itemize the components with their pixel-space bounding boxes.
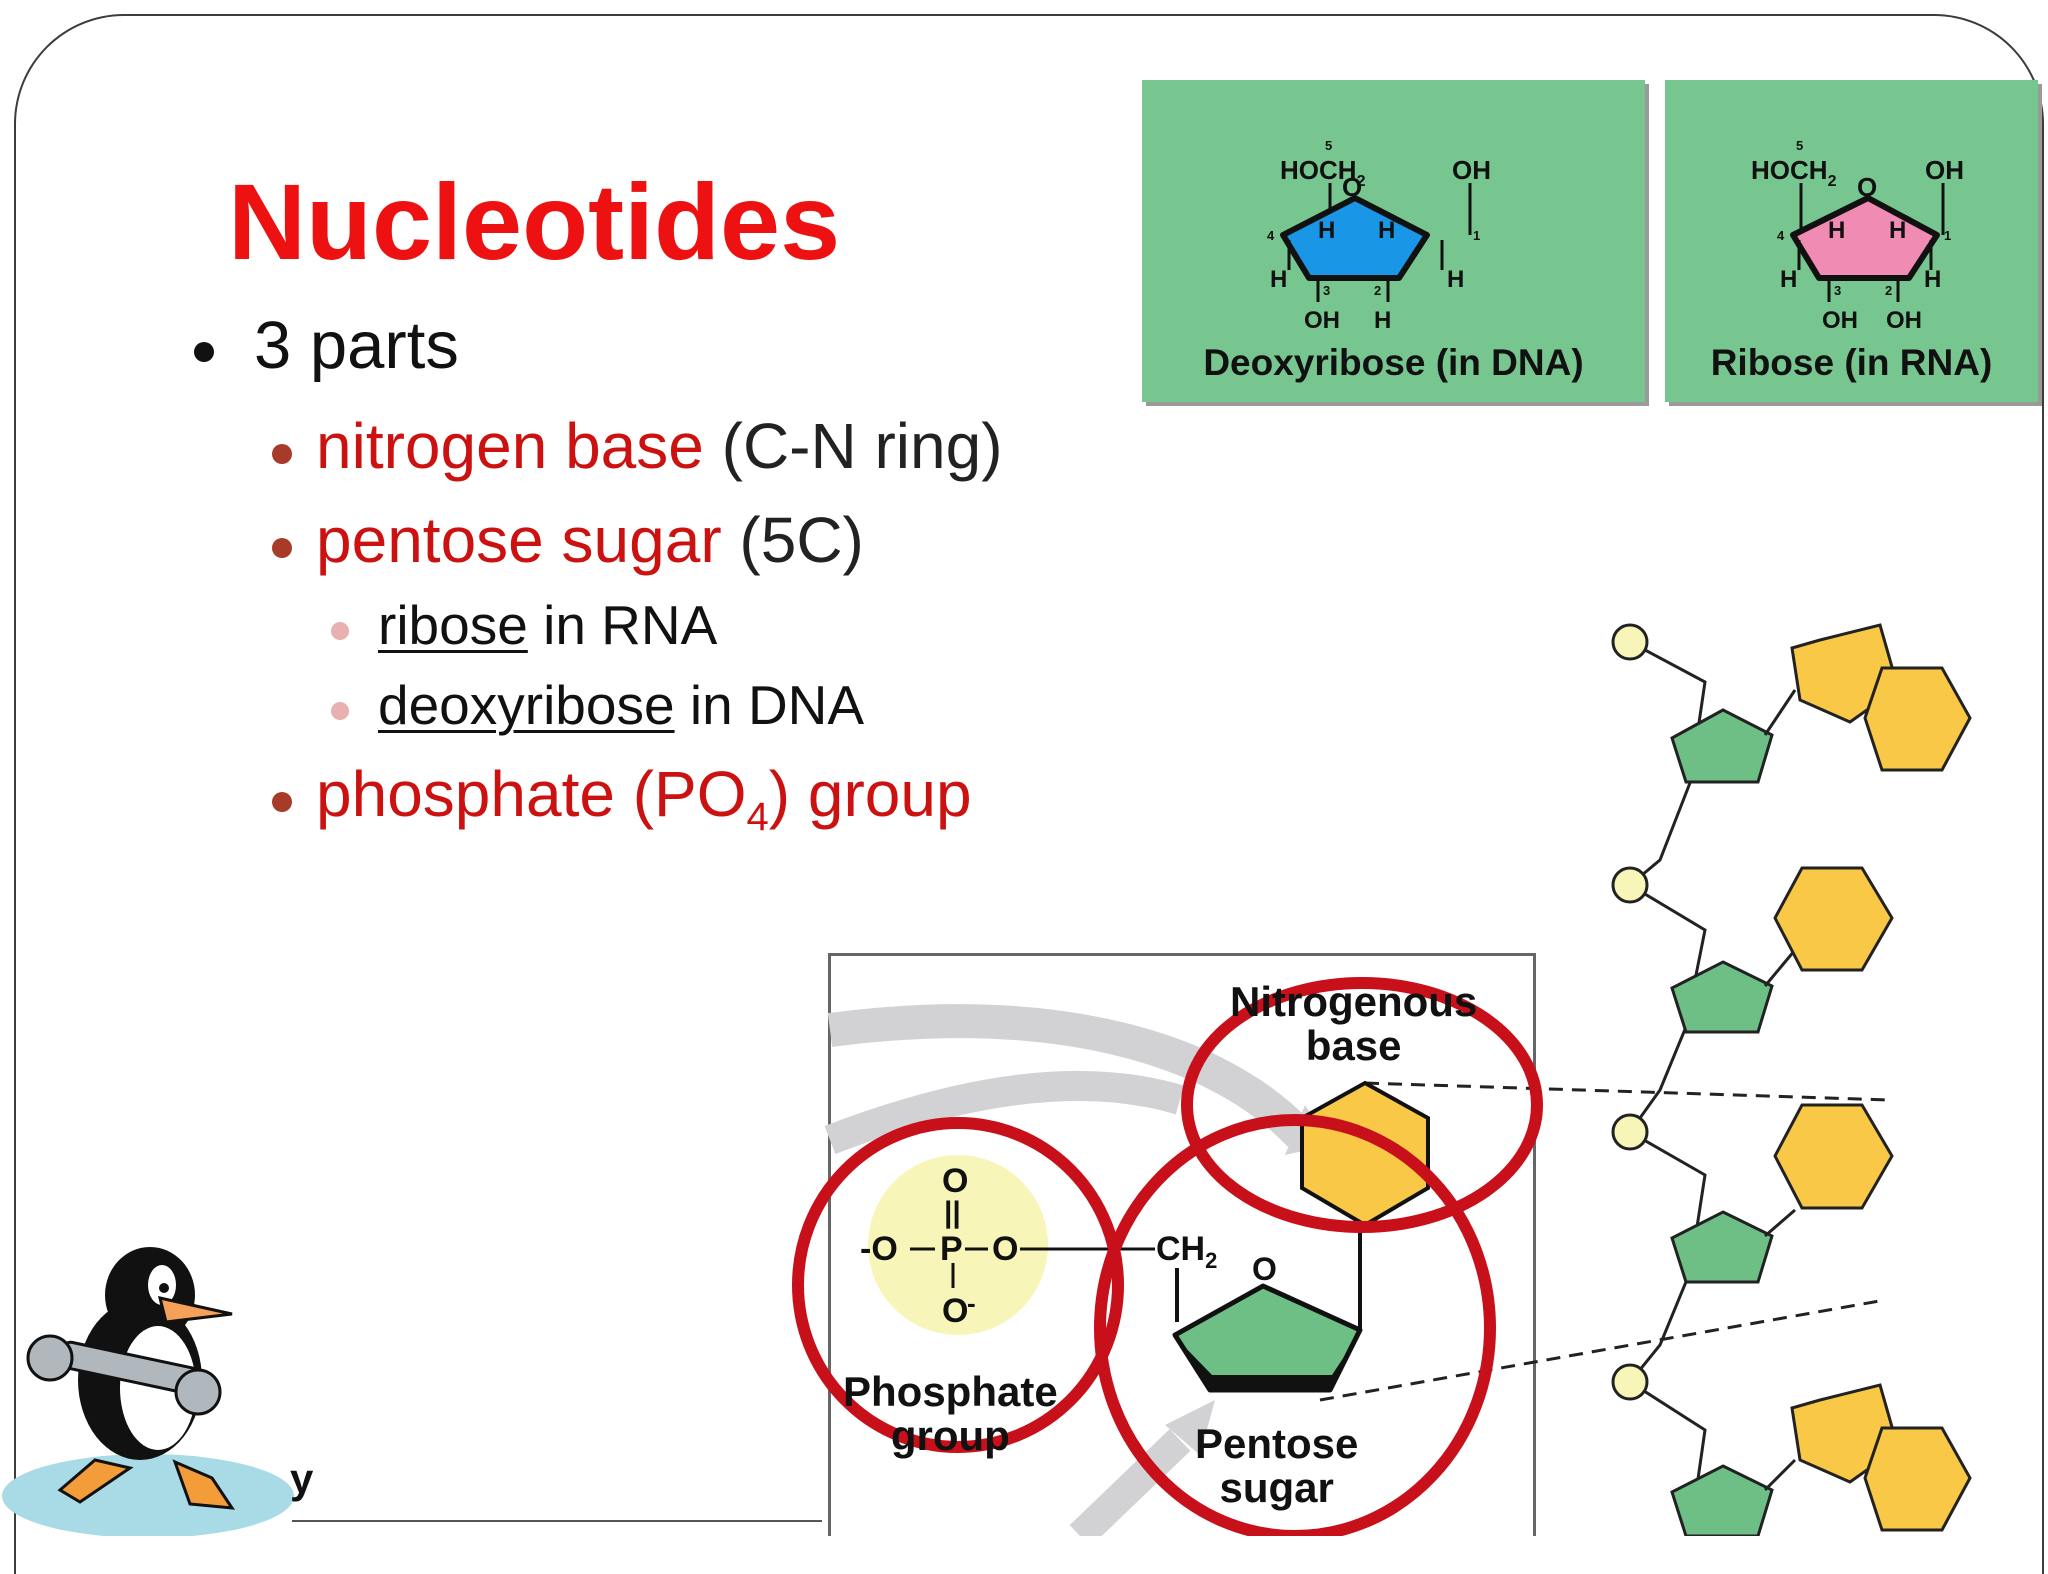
- svg-text:O: O: [942, 1162, 968, 1200]
- svg-text:1: 1: [1473, 228, 1480, 243]
- slide-frame: [14, 14, 2044, 1574]
- svg-text:O: O: [1857, 172, 1877, 202]
- svg-text:3: 3: [1834, 283, 1841, 298]
- deoxyribose-structure: 5 HOCH2 OH O H H 4 1 H H 3 2 OH H: [1267, 138, 1491, 334]
- svg-text:5: 5: [1325, 138, 1332, 153]
- bullet-dot: [331, 622, 349, 640]
- footer-rule: [292, 1520, 822, 1522]
- svg-text:O: O: [942, 1292, 968, 1330]
- svg-text:H: H: [1828, 217, 1845, 244]
- svg-text:||: ||: [944, 1196, 961, 1229]
- svg-text:H: H: [1270, 266, 1287, 293]
- svg-text:O: O: [1342, 172, 1362, 202]
- label-phosphate-group: Phosphate group: [843, 1368, 1058, 1460]
- deoxyribose-panel: 5 HOCH2 OH O H H 4 1 H H 3 2 OH H Deoxyr…: [1142, 80, 1645, 402]
- svg-text:HOCH2: HOCH2: [1751, 155, 1837, 190]
- svg-text:OH: OH: [1452, 155, 1491, 185]
- nucleotide-diagram: O || -O P O O - CH2 O: [792, 977, 1891, 1536]
- svg-text:H: H: [1889, 217, 1906, 244]
- bullet-dot: [272, 444, 292, 464]
- svg-text:OH: OH: [1886, 307, 1922, 334]
- note-5c: (5C): [739, 504, 864, 576]
- svg-text:-O: -O: [860, 1230, 898, 1268]
- svg-text:H: H: [1447, 266, 1464, 293]
- bullet-dot: [272, 792, 292, 812]
- penguin-mascot-illustration: [2, 1247, 294, 1536]
- bullet-dot: [331, 702, 349, 720]
- svg-text:OH: OH: [1925, 155, 1964, 185]
- deoxyribose-rest: in DNA: [689, 674, 865, 736]
- svg-text:5: 5: [1796, 138, 1803, 153]
- svg-text:OH: OH: [1304, 307, 1340, 334]
- svg-text:2: 2: [1374, 283, 1381, 298]
- svg-text:2: 2: [1885, 283, 1892, 298]
- ribose-structure: 5 HOCH2 OH O H H 4 1 H H 3 2 OH OH: [1751, 138, 1964, 334]
- svg-text:OH: OH: [1822, 307, 1858, 334]
- term-ribose: ribose: [378, 594, 528, 656]
- svg-text:-: -: [967, 1288, 976, 1318]
- note-c-n-ring: (C-N ring): [721, 410, 1003, 482]
- svg-text:O: O: [992, 1230, 1018, 1268]
- footer-text-fragment: y: [290, 1455, 314, 1502]
- ribose-panel: 5 HOCH2 OH O H H 4 1 H H 3 2 OH OH Ribos…: [1665, 80, 2038, 402]
- bullet-dot: [194, 342, 214, 362]
- svg-text:CH2: CH2: [1156, 1230, 1217, 1273]
- term-nitrogen-base: nitrogen base: [316, 410, 704, 482]
- svg-text:HOCH2: HOCH2: [1280, 155, 1366, 190]
- deoxyribose-label: Deoxyribose (in DNA): [1203, 342, 1584, 383]
- label-pentose-sugar: Pentose sugar: [1195, 1420, 1359, 1512]
- dna-strand-illustration: [1611, 623, 1972, 1536]
- svg-text:3: 3: [1323, 283, 1330, 298]
- bullet-text: 3 parts: [254, 308, 459, 383]
- svg-text:H: H: [1378, 217, 1395, 244]
- svg-text:1: 1: [1944, 228, 1951, 243]
- svg-text:H: H: [1780, 266, 1797, 293]
- svg-text:H: H: [1924, 266, 1941, 293]
- svg-text:H: H: [1374, 307, 1391, 334]
- svg-text:H: H: [1318, 217, 1335, 244]
- term-deoxyribose: deoxyribose: [378, 674, 675, 736]
- svg-text:P: P: [940, 1230, 963, 1268]
- ribose-label: Ribose (in RNA): [1710, 342, 1993, 383]
- label-nitrogenous-base: Nitrogenous base: [1230, 978, 1478, 1070]
- svg-text:O: O: [1252, 1251, 1277, 1287]
- svg-text:4: 4: [1777, 228, 1785, 243]
- ribose-rest: in RNA: [543, 594, 718, 656]
- slide-title: Nucleotides: [228, 161, 841, 282]
- bullet-dot: [272, 538, 292, 558]
- svg-text:4: 4: [1267, 228, 1275, 243]
- nucleotide-diagram-frame: [828, 953, 1536, 1536]
- term-pentose-sugar: pentose sugar: [316, 504, 722, 576]
